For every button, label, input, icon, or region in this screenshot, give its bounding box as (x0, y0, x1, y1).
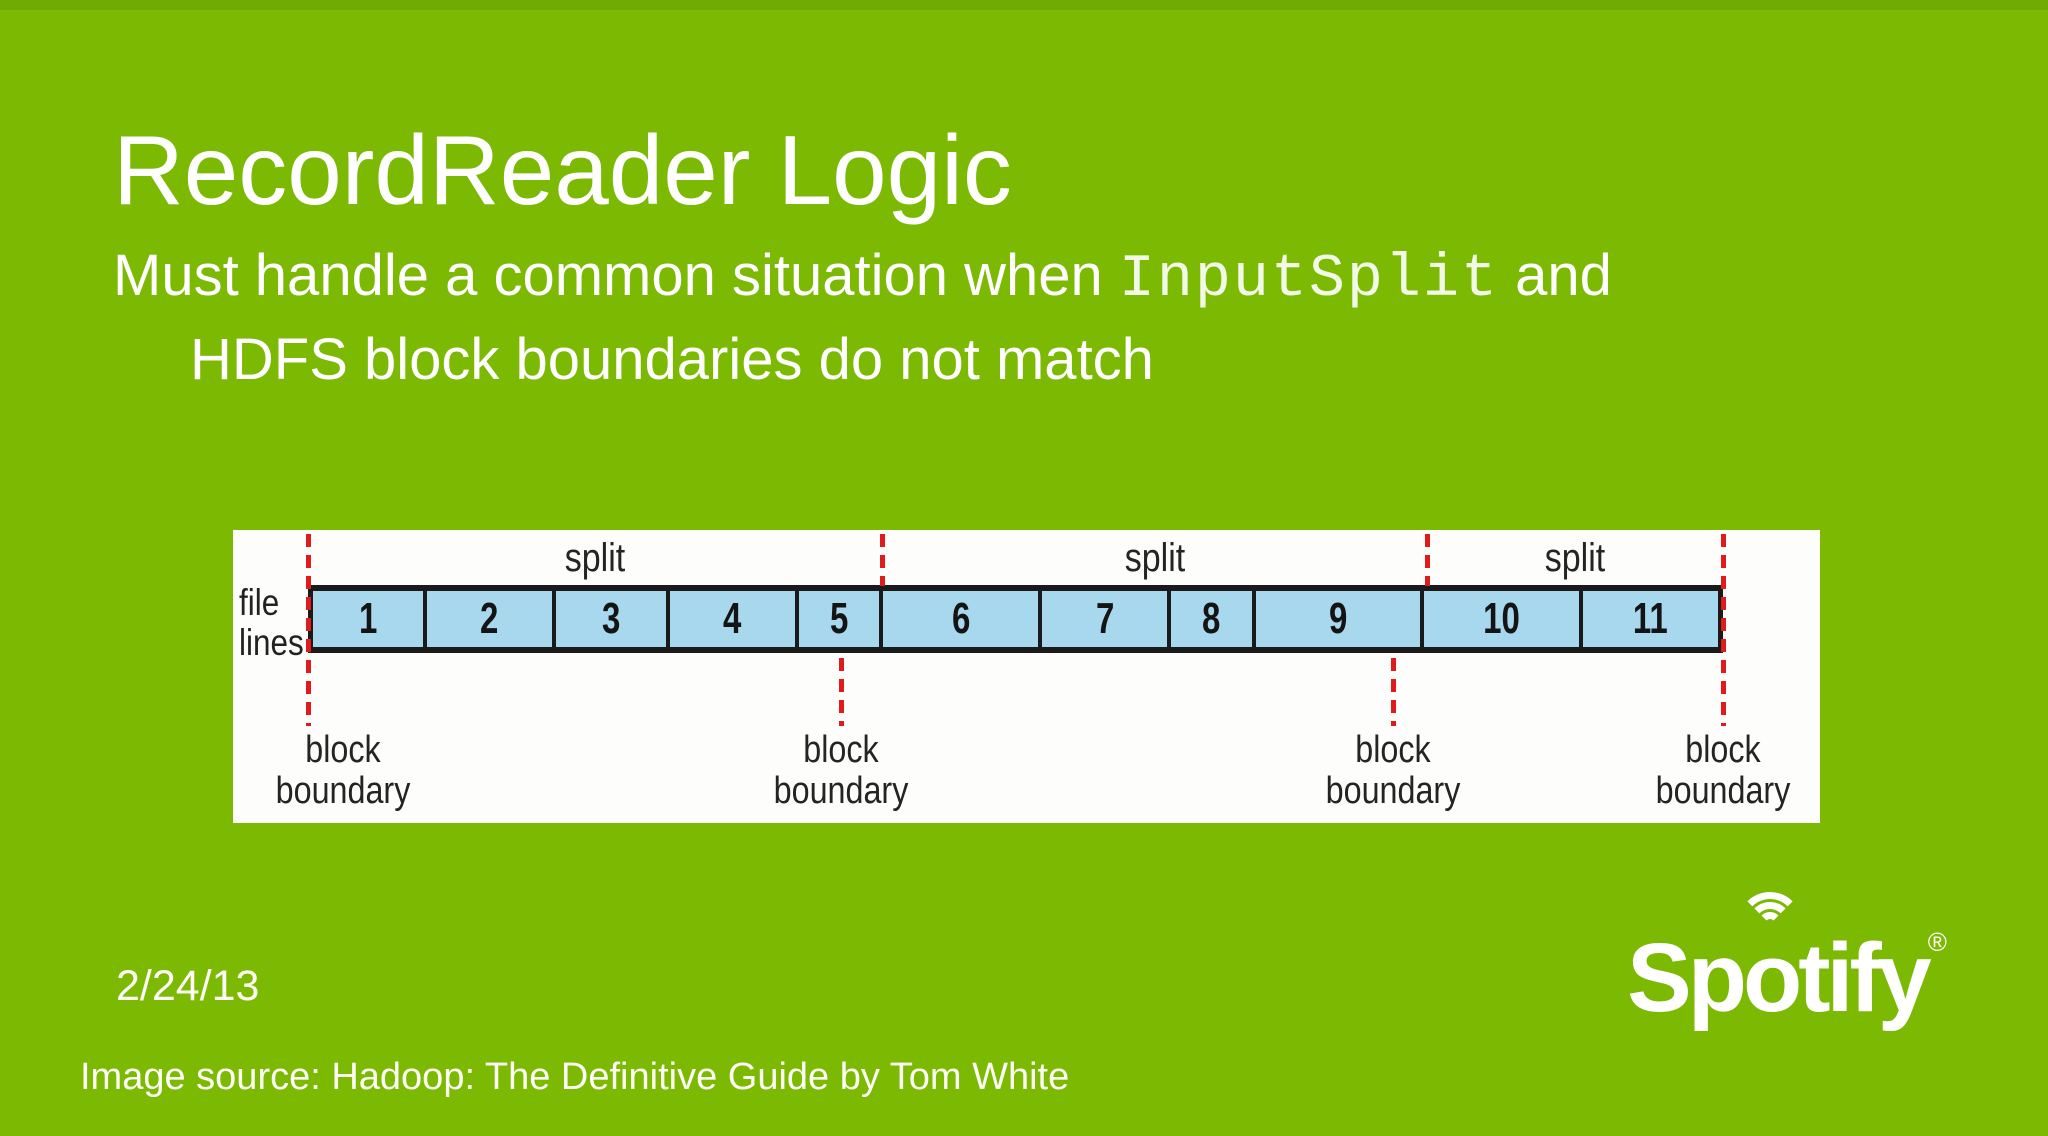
block-boundary-dash-2 (838, 658, 844, 726)
body-line1-prefix: Must handle a common situation when (113, 243, 1119, 308)
file-line-number: 11 (1633, 594, 1668, 643)
file-line-number: 8 (1202, 594, 1221, 643)
slide-body: Must handle a common situation when Inpu… (113, 236, 1913, 400)
file-line-cell-10: 10 (1424, 591, 1584, 647)
block-boundary-label-line2: boundary (1325, 770, 1461, 812)
body-line-2: HDFS block boundaries do not match (190, 327, 1154, 392)
split-boundary-dash-4 (1720, 534, 1726, 726)
file-line-number: 9 (1328, 594, 1348, 643)
block-boundary-label-line2: boundary (774, 770, 909, 812)
spotify-logo-o: o (1738, 892, 1802, 1034)
top-accent-strip (0, 0, 2048, 10)
block-boundary-label-line1: block (1355, 729, 1432, 771)
spotify-logo-text-post: tify (1798, 923, 1931, 1032)
file-line-cell-6: 6 (883, 591, 1043, 647)
file-line-number: 10 (1483, 594, 1521, 643)
file-line-number: 3 (601, 594, 621, 643)
block-boundary-label-line2: boundary (276, 770, 411, 812)
file-line-number: 2 (480, 594, 499, 643)
file-line-cell-1: 1 (313, 591, 427, 647)
split-boundary-dash-1 (305, 534, 311, 726)
file-line-cell-9: 9 (1256, 591, 1425, 647)
block-boundary-label-line1: block (803, 729, 880, 771)
file-line-cell-2: 2 (427, 591, 557, 647)
registered-trademark-symbol: ® (1927, 927, 1947, 957)
split-boundary-dash-2 (879, 534, 885, 586)
file-line-cell-4: 4 (670, 591, 800, 647)
spotify-logo-text-pre: Sp (1627, 923, 1747, 1032)
file-line-number: 4 (723, 594, 742, 643)
file-line-cell-3: 3 (556, 591, 670, 647)
split-label-3: split (1544, 536, 1606, 580)
file-line-cell-8: 8 (1171, 591, 1256, 647)
slide-date: 2/24/13 (116, 962, 260, 1010)
file-line-cell-7: 7 (1042, 591, 1172, 647)
file-line-cell-5: 5 (799, 591, 884, 647)
file-line-number: 6 (951, 594, 970, 643)
image-source-credit: Image source: Hadoop: The Definitive Gui… (80, 1056, 1070, 1098)
block-boundary-dash-3 (1390, 658, 1396, 726)
body-line1-suffix: and (1498, 243, 1612, 308)
body-line-1: Must handle a common situation when Inpu… (113, 236, 1913, 320)
split-boundary-dash-3 (1424, 534, 1430, 586)
file-line-number: 1 (358, 594, 378, 643)
file-lines-label-line2: lines (239, 622, 304, 663)
slide-title: RecordReader Logic (113, 114, 1012, 225)
split-label-2: split (1124, 536, 1186, 580)
split-label-1: split (564, 536, 626, 580)
inputsplit-code-text: InputSplit (1118, 246, 1499, 314)
block-boundary-label-line1: block (305, 729, 382, 771)
file-lines-label: file lines (239, 583, 304, 663)
file-lines-label-line1: file (239, 582, 280, 623)
file-line-cell-11: 11 (1583, 591, 1718, 647)
file-line-number: 5 (830, 594, 849, 643)
file-lines-bar: 1 2 3 4 5 6 7 8 9 10 11 (308, 585, 1723, 653)
block-boundary-label-line2: boundary (1655, 770, 1791, 812)
file-line-number: 7 (1095, 594, 1114, 643)
record-reader-diagram: file lines 1 2 3 4 5 6 7 8 9 10 11 split split split… (233, 530, 1820, 823)
block-boundary-label-line1: block (1685, 729, 1761, 771)
